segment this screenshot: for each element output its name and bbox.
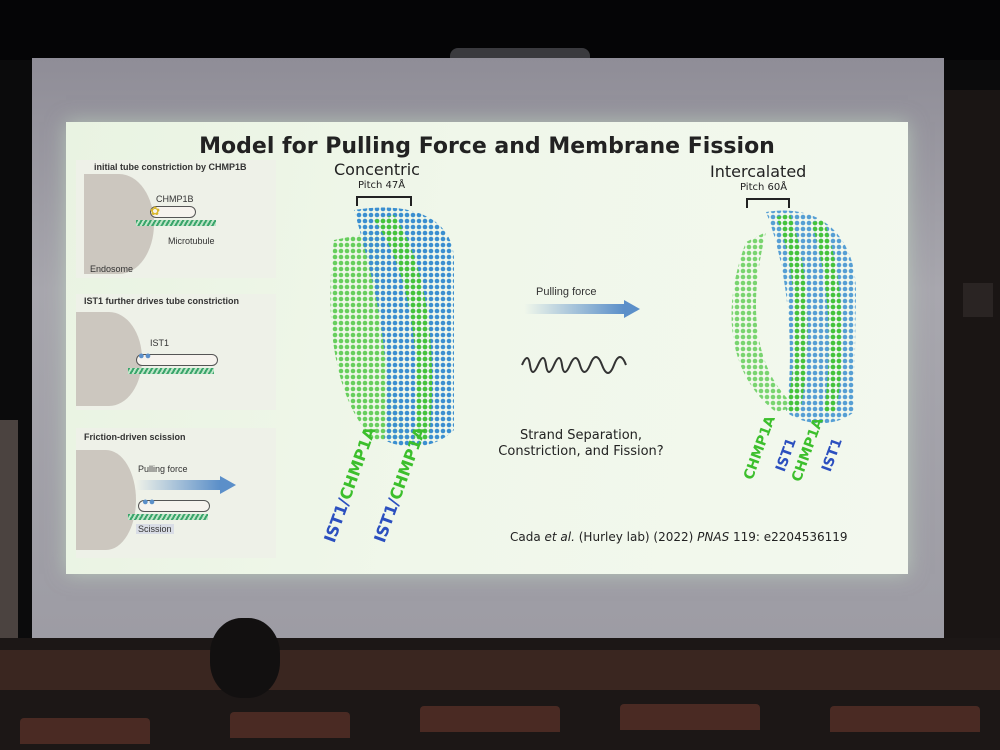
pitch-bracket: [746, 198, 790, 208]
label-ist1: IST1: [150, 338, 170, 348]
audience-member-silhouette: [210, 618, 280, 698]
microtubule: [136, 220, 216, 226]
label-ist1: IST1: [320, 501, 352, 545]
label-pulling-force: Pulling force: [138, 464, 188, 474]
membrane-shape: [76, 312, 142, 406]
pulling-force-arrow-icon: [624, 300, 640, 318]
panel-ist1: IST1 further drives tube constriction ●●…: [76, 294, 276, 410]
auditorium-seat: [830, 706, 980, 732]
label-chmp1b: CHMP1B: [156, 194, 194, 204]
label-microtubule: Microtubule: [168, 236, 215, 246]
slide-title: Model for Pulling Force and Membrane Fis…: [199, 134, 775, 159]
membrane-tube: [138, 500, 210, 512]
citation: Cada et al. (Hurley lab) (2022) PNAS 119…: [510, 530, 848, 544]
pitch-bracket: [356, 196, 412, 206]
intercalated-filament-structure: [731, 210, 856, 424]
caption-line-2: Constriction, and Fission?: [498, 444, 664, 459]
membrane-tube: [136, 354, 218, 366]
concentric-filament-structure: [330, 207, 454, 447]
panel-scission: Friction-driven scission ●● Pulling forc…: [76, 428, 276, 558]
intercalated-label-ist1-2: IST1: [818, 436, 846, 474]
wall-speaker: [963, 283, 993, 317]
label-ist1: IST1: [370, 501, 402, 545]
spring-icon: [521, 356, 627, 374]
auditorium-seat: [230, 712, 350, 738]
citation-journal: PNAS: [697, 530, 730, 544]
auditorium-seat: [420, 706, 560, 732]
citation-authors: Cada: [510, 530, 545, 544]
podium: [0, 420, 18, 650]
auditorium-seat: [620, 704, 760, 730]
label-endosome: Endosome: [90, 264, 134, 274]
pulling-force-arrow-shaft: [524, 304, 624, 314]
citation-volume: 119: e2204536119: [729, 530, 848, 544]
panel-title: initial tube constriction by CHMP1B: [94, 162, 247, 172]
panel-title: IST1 further drives tube constriction: [84, 296, 240, 306]
microtubule: [128, 368, 214, 374]
pulling-force-label: Pulling force: [536, 286, 597, 298]
membrane-tube: [150, 206, 196, 218]
membrane-shape: [76, 450, 136, 550]
intercalated-heading: Intercalated: [710, 162, 807, 181]
ist1-cluster-icon: ●●: [138, 350, 152, 362]
stage-edge: [0, 650, 1000, 690]
citation-etal: et al.: [544, 530, 575, 544]
caption-line-1: Strand Separation,: [519, 428, 643, 443]
ist1-cluster-icon: ●●: [142, 496, 156, 508]
intercalated-pitch: Pitch 60Å: [740, 182, 788, 193]
citation-lab-year: (Hurley lab) (2022): [574, 530, 698, 544]
concentric-pitch: Pitch 47Å: [358, 180, 406, 191]
microtubule: [128, 514, 208, 520]
side-wall: [944, 90, 1000, 650]
pulling-arrow-icon: [220, 476, 236, 494]
panel-chmp1b: initial tube constriction by CHMP1B ✿ CH…: [76, 160, 276, 278]
concentric-heading: Concentric: [334, 160, 420, 179]
label-scission: Scission: [136, 524, 174, 534]
presentation-slide: Model for Pulling Force and Membrane Fis…: [66, 122, 908, 574]
panel-title: Friction-driven scission: [84, 432, 186, 442]
auditorium-seat: [20, 718, 150, 744]
pulling-arrow-shaft: [136, 480, 220, 490]
chmp1b-cluster-icon: ✿: [150, 204, 161, 218]
